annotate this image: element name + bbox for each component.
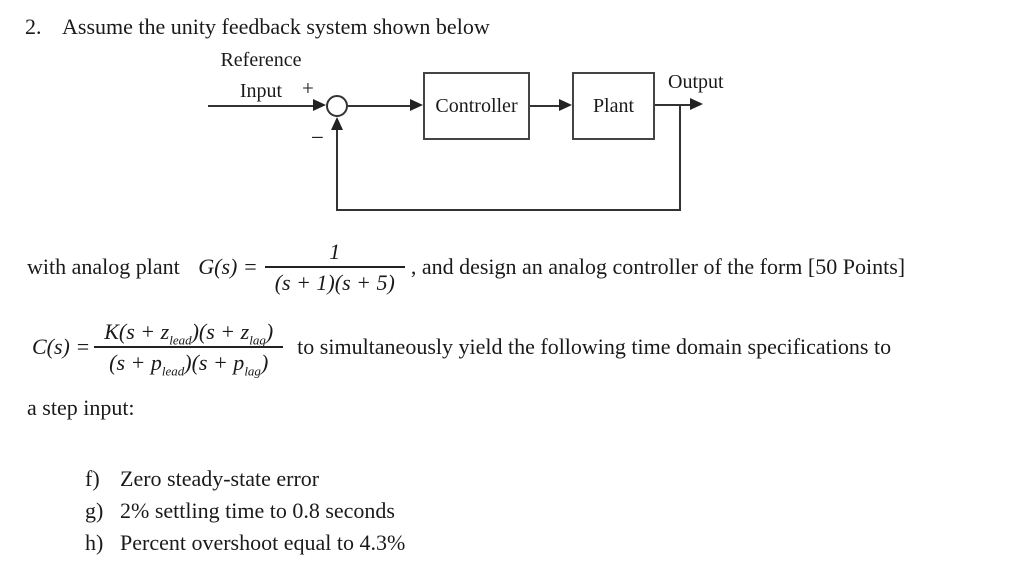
controller-transfer-function: K(s + zlead)(s + zlag) (s + plead)(s + p… (94, 318, 284, 379)
feedback-arrowhead-icon (331, 117, 343, 130)
controller-fraction-numerator: K(s + zlead)(s + zlag) (104, 318, 274, 348)
plant-transfer-function: 1 (s + 1)(s + 5) (264, 238, 405, 296)
problem-number: 2. (25, 14, 42, 39)
spec-letter-h: h) (85, 530, 104, 555)
summing-junction (326, 95, 348, 117)
reference-label-line1: Reference (220, 49, 302, 71)
controller-line-suffix: to simultaneously yield the following ti… (297, 334, 892, 359)
input-arrowhead-icon (313, 99, 326, 111)
plant-equation-line: with analog plant G(s) = 1 (s + 1)(s + 5… (27, 236, 905, 298)
block-diagram: Reference Input + − Controller Plant Out… (0, 0, 1024, 230)
reference-label-line2: Input (239, 80, 283, 102)
junction-to-controller-line (348, 105, 411, 107)
controller-label: Controller (435, 94, 518, 117)
spec-item-f: f) Zero steady-state error (63, 440, 319, 518)
feedback-line-bottom (336, 209, 681, 211)
spec-letter-f: f) (85, 466, 100, 491)
problem-title: 2. Assume the unity feedback system show… (25, 14, 490, 40)
plant-line-prefix: with analog plant (27, 254, 186, 279)
output-label: Output (668, 71, 724, 93)
feedback-line-left (336, 128, 338, 211)
output-line (655, 104, 691, 106)
plant-label: Plant (592, 94, 635, 117)
spec-item-h: h) Percent overshoot equal to 4.3% (63, 504, 405, 574)
plant-fraction-numerator: 1 (329, 238, 341, 264)
plant-line-suffix: , and design an analog controller of the… (410, 254, 906, 279)
controller-to-plant-line (530, 105, 561, 107)
output-arrowhead-icon (690, 98, 703, 110)
controller-equation-lhs: C(s) = (32, 334, 91, 359)
plant-equation-lhs: G(s) = (198, 254, 258, 279)
spec-text-g: 2% settling time to 0.8 seconds (120, 498, 395, 523)
plus-sign: + (302, 76, 314, 100)
plant-arrowhead-icon (559, 99, 572, 111)
plant-fraction-denominator: (s + 1)(s + 5) (274, 270, 395, 295)
input-line (208, 105, 315, 107)
controller-fraction-bar (94, 346, 284, 348)
reference-input-label: Reference Input (211, 45, 311, 107)
spec-item-g: g) 2% settling time to 0.8 seconds (63, 472, 395, 550)
controller-block: Controller (423, 72, 530, 140)
plant-fraction-bar (264, 266, 405, 268)
controller-fraction-denominator: (s + plead)(s + plag) (109, 350, 269, 379)
step-input-line: a step input: (27, 395, 135, 420)
spec-text-f: Zero steady-state error (120, 466, 320, 491)
minus-sign: − (311, 125, 324, 150)
feedback-line-right (679, 105, 681, 211)
controller-arrowhead-icon (410, 99, 423, 111)
controller-equation-line: C(s) = K(s + zlead)(s + zlag) (s + plead… (32, 306, 891, 388)
spec-text-h: Percent overshoot equal to 4.3% (120, 530, 406, 555)
problem-statement: Assume the unity feedback system shown b… (62, 14, 490, 39)
plant-block: Plant (572, 72, 655, 140)
spec-letter-g: g) (85, 498, 104, 523)
